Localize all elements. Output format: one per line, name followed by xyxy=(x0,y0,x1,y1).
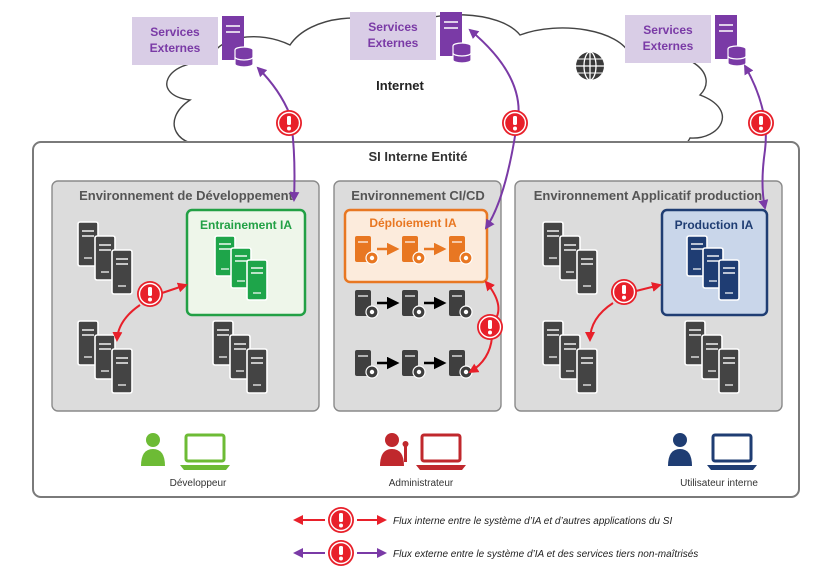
legend-internal-flow: Flux interne entre le système d’IA et d’… xyxy=(293,506,672,534)
internal-flow-dev xyxy=(112,282,188,342)
env-cicd-title: Environnement CI/CD xyxy=(351,188,485,203)
alert-icon xyxy=(275,109,303,137)
internal-flow-prod xyxy=(585,282,662,342)
training-ai-label: Entrainement IA xyxy=(200,218,292,232)
deployment-ai-label: Déploiement IA xyxy=(369,216,457,230)
entity-title: SI Interne Entité xyxy=(369,149,468,164)
legend-external-text: Flux externe entre le système d’IA et de… xyxy=(393,549,698,560)
globe-icon xyxy=(576,51,604,81)
external-service-right: Services Externes xyxy=(625,14,747,67)
svg-text:Externes: Externes xyxy=(150,41,201,55)
administrator-label: Administrateur xyxy=(389,478,454,489)
svg-text:Externes: Externes xyxy=(368,36,419,50)
pipeline-dark xyxy=(354,349,473,379)
external-service-center: Services Externes xyxy=(350,11,472,64)
alert-icon xyxy=(327,506,355,534)
svg-text:Services: Services xyxy=(368,20,418,34)
alert-icon xyxy=(327,539,355,567)
pipeline-orange xyxy=(354,235,473,265)
svg-text:Services: Services xyxy=(150,25,200,39)
env-prod-title: Environnement Applicatif production xyxy=(534,188,763,203)
svg-text:Services: Services xyxy=(643,23,693,37)
internet-label: Internet xyxy=(376,78,424,93)
alert-icon xyxy=(501,109,529,137)
administrator-icon xyxy=(380,433,468,472)
alert-icon xyxy=(476,313,504,341)
svg-text:Externes: Externes xyxy=(643,39,694,53)
server-database-icon xyxy=(714,14,747,67)
legend-external-flow: Flux externe entre le système d’IA et de… xyxy=(293,539,698,567)
legend-internal-text: Flux interne entre le système d’IA et d’… xyxy=(393,516,672,527)
production-ai-label: Production IA xyxy=(675,218,754,232)
alert-icon xyxy=(747,109,775,137)
external-service-left: Services Externes xyxy=(132,15,254,68)
alert-icon xyxy=(136,280,164,308)
internal-user-label: Utilisateur interne xyxy=(680,478,758,489)
developer-label: Développeur xyxy=(170,478,227,489)
env-dev-title: Environnement de Développement xyxy=(79,188,293,203)
pipeline-dark xyxy=(354,289,473,319)
alert-icon xyxy=(610,278,638,306)
external-flow-prod xyxy=(744,64,769,210)
